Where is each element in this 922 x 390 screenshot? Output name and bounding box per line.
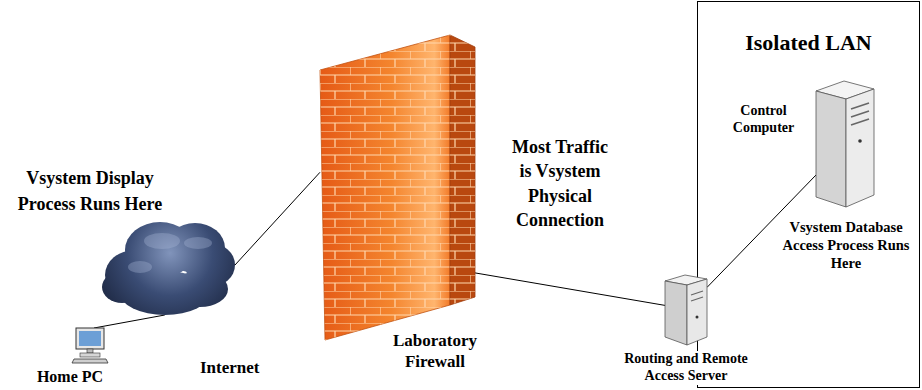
- node-label: Control Computer: [721, 103, 806, 137]
- network-link: [94, 315, 165, 328]
- annotation-text: Vsystem Database Access Process Runs Her…: [774, 218, 918, 272]
- node-label: Laboratory Firewall: [380, 330, 490, 373]
- wall-bricks: [320, 35, 450, 340]
- node-label: Home PC: [25, 368, 115, 386]
- node-label: Isolated LAN: [698, 30, 919, 56]
- server-side: [665, 281, 687, 345]
- cloud-puff: [102, 271, 142, 303]
- tower-icon: [816, 79, 874, 207]
- drive-slot: [851, 119, 869, 125]
- cloud-highlight: [184, 237, 212, 249]
- stand: [87, 349, 93, 353]
- control-computer: Control Computer: [816, 79, 874, 207]
- server-icon: [665, 273, 707, 345]
- access-server: Routing and Remote Access Server: [665, 273, 707, 345]
- annotation-text: Vsystem Display Process Runs Here: [15, 165, 165, 217]
- annotation-text: Most Traffic is Vsystem Physical Connect…: [510, 135, 610, 232]
- firewall: Laboratory Firewall: [320, 35, 475, 340]
- base: [80, 353, 100, 357]
- network-link: [475, 273, 665, 306]
- tower-front: [846, 89, 874, 207]
- drive-slot: [851, 103, 869, 109]
- cloud-highlight: [144, 233, 180, 249]
- wall-front: [320, 35, 450, 340]
- drive-slot: [691, 291, 703, 295]
- screen: [79, 331, 101, 346]
- tower-side: [816, 91, 846, 207]
- wall-icon: [320, 35, 475, 340]
- server-front: [687, 279, 707, 345]
- internet-cloud: Internet: [100, 215, 235, 315]
- power-led: [858, 139, 862, 143]
- pc-icon: [70, 328, 110, 364]
- drive-slot: [851, 111, 869, 117]
- home-pc: Home PC: [70, 328, 110, 364]
- cloud-highlight: [128, 261, 152, 273]
- node-label: Routing and Remote Access Server: [606, 351, 766, 385]
- power-led: [696, 316, 699, 319]
- wall-side: [450, 35, 475, 305]
- node-label: Internet: [200, 358, 280, 378]
- lan-box: Isolated LANControl ComputerRouting and …: [697, 1, 920, 388]
- network-link: [235, 172, 320, 265]
- drive-slot: [691, 297, 703, 301]
- monitor: [76, 328, 104, 349]
- cloud-icon: [100, 215, 235, 315]
- keyboard: [72, 359, 108, 363]
- cloud-puff: [172, 271, 228, 307]
- wall-side-bricks: [450, 35, 475, 305]
